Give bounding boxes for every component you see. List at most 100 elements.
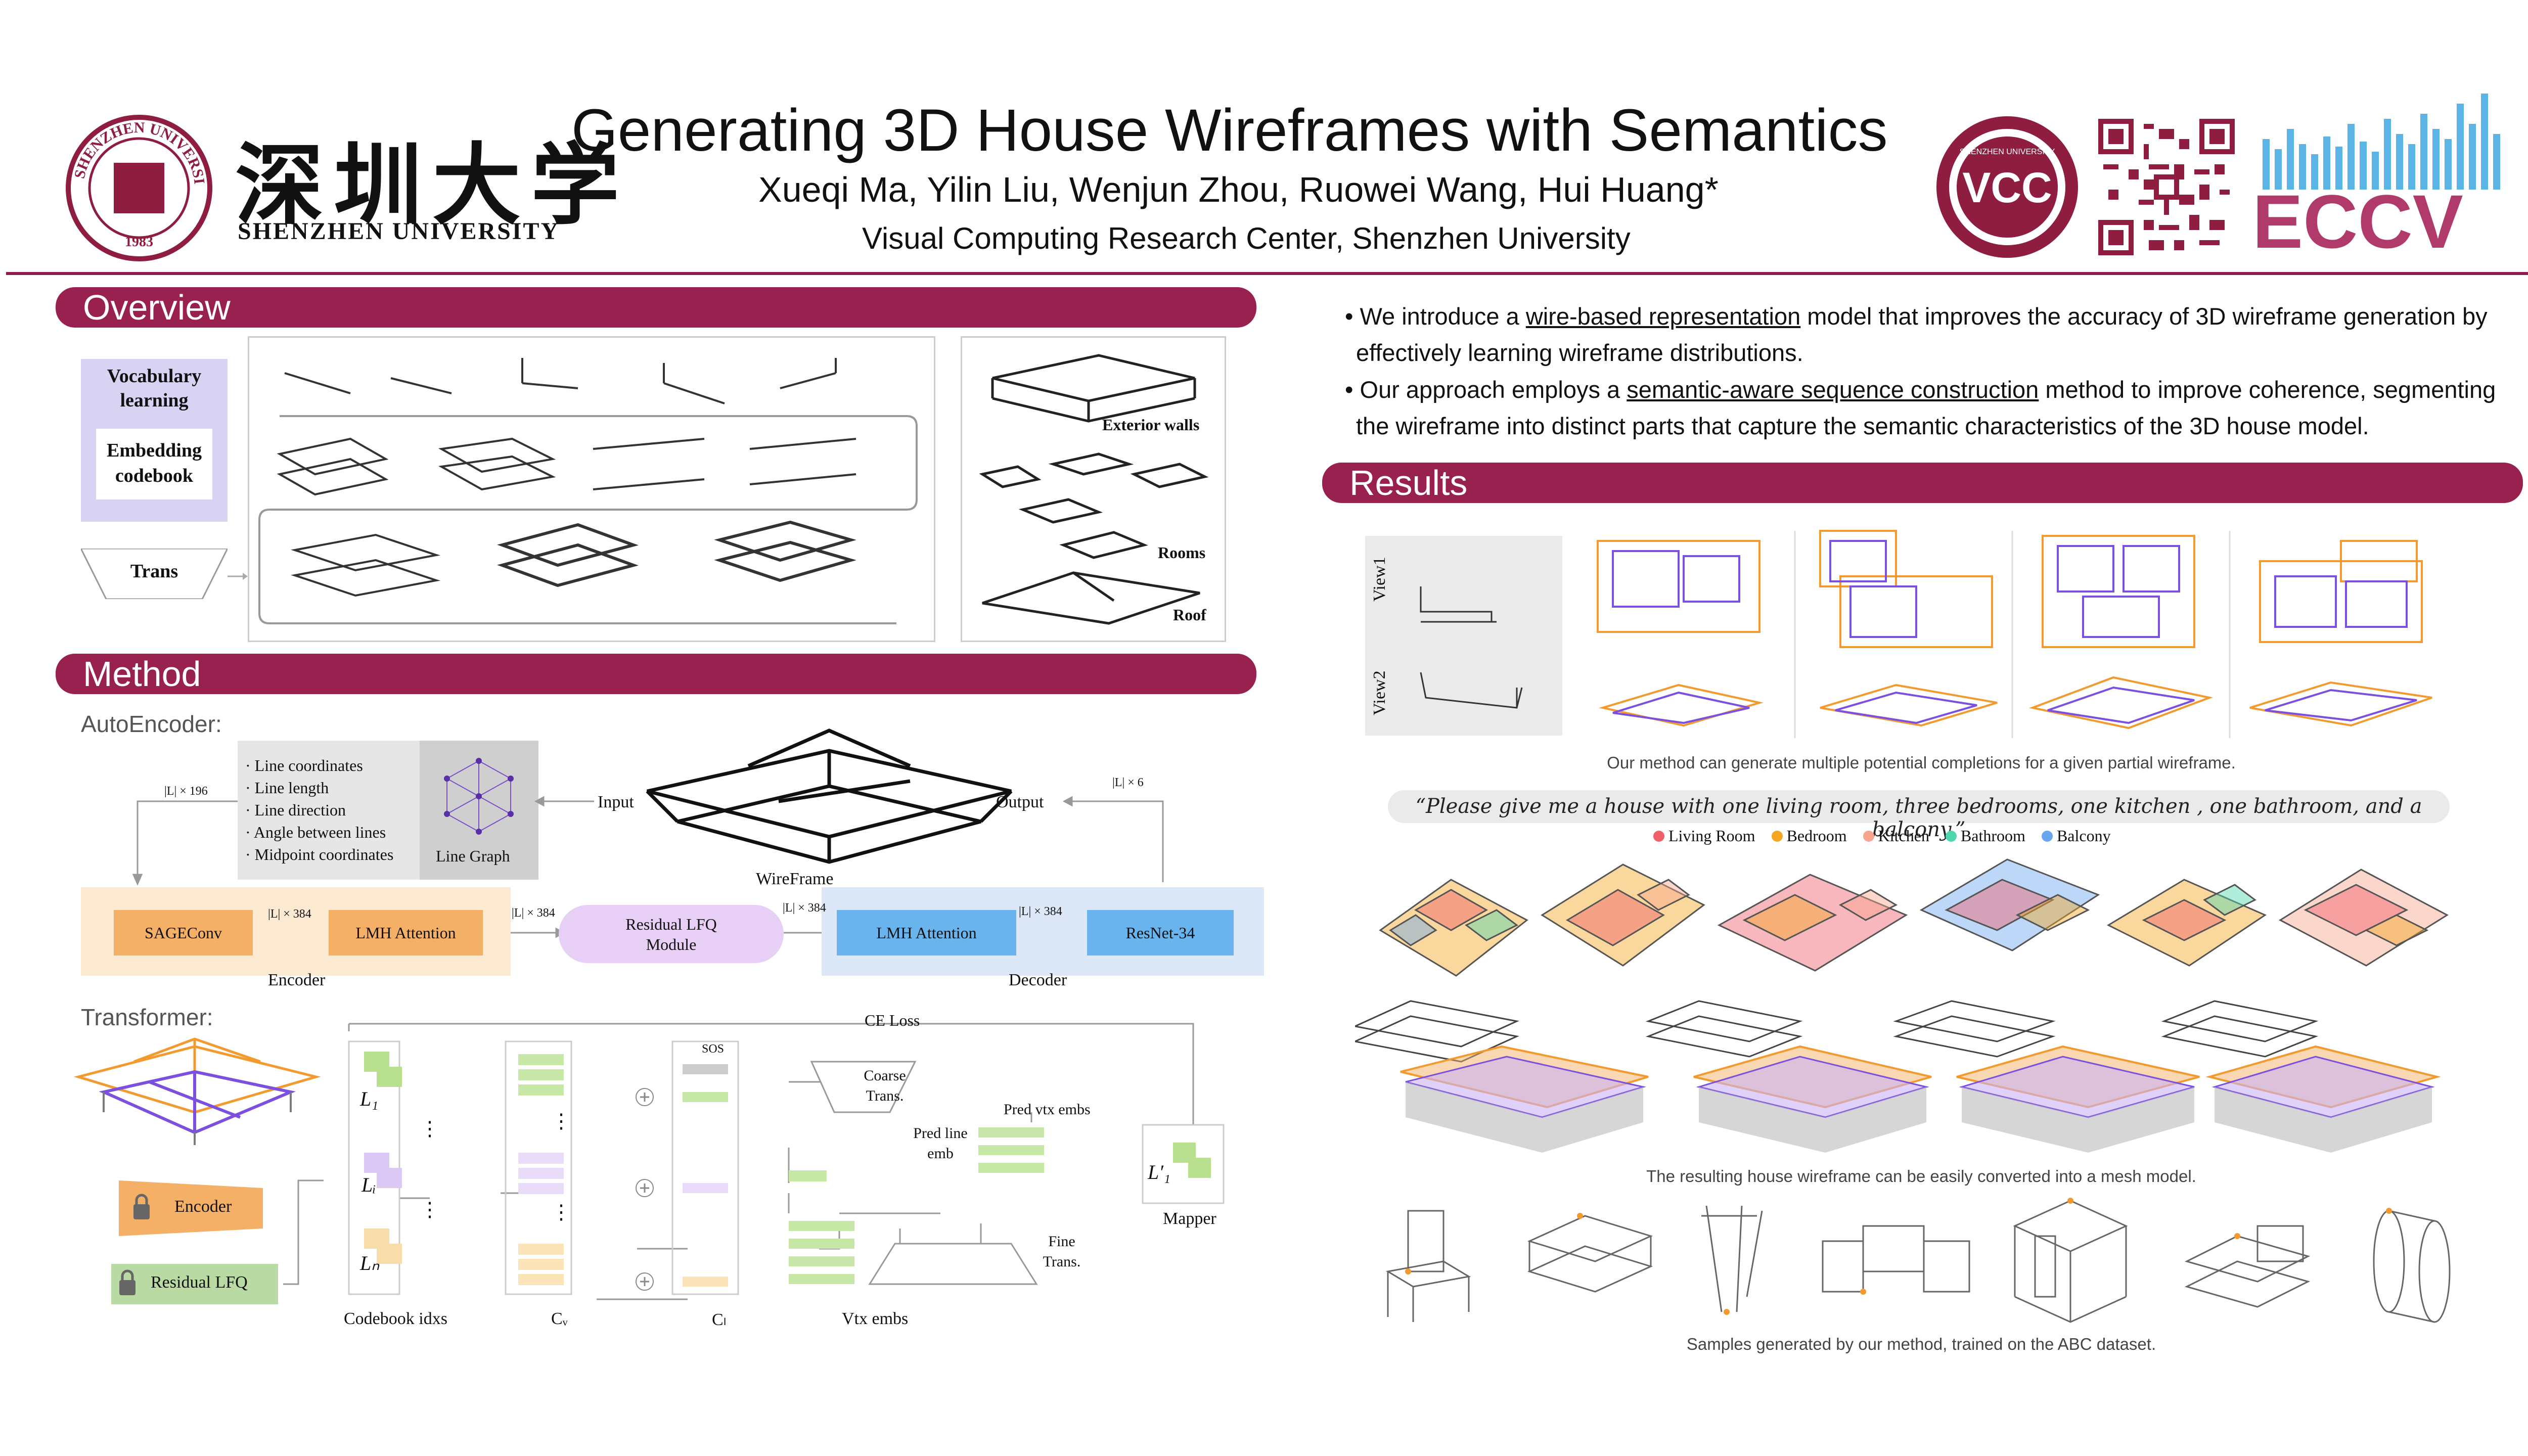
poster-title: Generating 3D House Wireframes with Sema… [571, 97, 1888, 164]
pred-line-label: Pred line emb [913, 1125, 968, 1162]
affiliation: Visual Computing Research Center, Shenzh… [862, 221, 1631, 255]
lmh-attention-decoder[interactable]: LMH Attention [837, 910, 1016, 956]
university-seal: SHENZHEN UNIVERSITY 1983 [58, 99, 215, 264]
university-name-cn: 深圳大学 [235, 137, 629, 235]
authors: Xueqi Ma, Yilin Liu, Wenjun Zhou, Ruowei… [758, 170, 1719, 209]
residual-lfq-module[interactable]: Residual LFQ Module [559, 905, 784, 963]
decoder-label: Decoder [1009, 971, 1067, 989]
fine-trans-label: Fine Trans. [1043, 1233, 1081, 1270]
mapper-label: Mapper [1163, 1209, 1216, 1228]
encoder-box-label: Encoder [174, 1197, 232, 1216]
lp1-label: L′₁ [1148, 1161, 1170, 1184]
dim-l384-a: |L| × 384 [512, 906, 555, 920]
lmh-attention-encoder[interactable]: LMH Attention [329, 910, 483, 956]
wireframe-label: WireFrame [756, 870, 834, 888]
overview-parts-panel [961, 336, 1226, 642]
label-rooms: Rooms [1158, 543, 1206, 562]
codebook-label: Codebook idxs [344, 1309, 447, 1328]
dots: ⋮ [551, 1110, 571, 1132]
dim-l196: |L| × 196 [164, 785, 208, 798]
lock-icon [131, 1193, 152, 1221]
completion-results [1577, 521, 2437, 748]
transformer-house [73, 1031, 321, 1148]
bullet-2-highlight: semantic-aware sequence construction [1627, 376, 2039, 403]
caption-completions: Our method can generate multiple potenti… [1607, 753, 2236, 772]
l1-label: L₁ [360, 1087, 379, 1110]
embedding-box: Embedding codebook [96, 429, 212, 499]
residual-lfq-box[interactable] [111, 1264, 278, 1304]
bullet-2: • Our approach employs a semantic-aware … [1345, 376, 2496, 439]
eccv-text: ECCV [2252, 179, 2463, 255]
ln-label: Lₙ [360, 1252, 380, 1275]
cv-label: Cᵥ [551, 1309, 568, 1328]
legend-swatch [1771, 830, 1783, 842]
pred-vtx-label: Pred vtx embs [1004, 1101, 1091, 1118]
feature-item: · Line length [245, 779, 329, 797]
vocab-label: Vocabulary learning [107, 366, 202, 411]
input-label: Input [598, 793, 634, 811]
ce-loss-label: CE Loss [865, 1011, 920, 1029]
vtx-embs-label: Vtx embs [842, 1309, 909, 1328]
wireframe-house [627, 720, 1031, 877]
legend-swatch [2041, 830, 2053, 842]
dots: ⋮ [420, 1199, 440, 1221]
feature-item: · Angle between lines [245, 823, 386, 841]
sos-label: SOS [702, 1042, 725, 1056]
li-label: Lᵢ [362, 1173, 376, 1196]
overview-heading: Overview [56, 287, 1256, 328]
vcc-logo: SHENZHEN UNIVERSITY VCC [1934, 114, 2081, 260]
vcc-text: VCC [1962, 164, 2052, 211]
line-graph-label: Line Graph [436, 847, 510, 865]
caption-mesh: The resulting house wireframe can be eas… [1646, 1167, 2196, 1186]
transformer-label: Transformer: [81, 1004, 213, 1030]
coarse-trans-label: Coarse Trans. [864, 1067, 906, 1104]
overview-sequence-panel [248, 336, 935, 642]
dim-l6: |L| × 6 [1112, 776, 1144, 789]
method-heading: Method [56, 654, 1256, 694]
resnet-block[interactable]: ResNet-34 [1087, 910, 1234, 956]
legend-item-living-room: Living Room [1653, 827, 1755, 845]
semantic-houses [1370, 844, 2457, 1001]
feature-item: · Midpoint coordinates [245, 845, 394, 863]
dots: ⋮ [420, 1118, 440, 1140]
legend-item-balcony: Balcony [2041, 827, 2111, 845]
cl-label: Cₗ [712, 1310, 727, 1329]
legend-swatch [1863, 830, 1874, 842]
label-exterior-walls: Exterior walls [1102, 416, 1200, 434]
legend-item-kitchen: Kitchen [1863, 827, 1929, 845]
view2-label: View2 [1370, 670, 1389, 715]
caption-abc: Samples generated by our method, trained… [1686, 1335, 2156, 1353]
legend: Living Room Bedroom Kitchen Bathroom Bal… [1653, 827, 2111, 845]
legend-swatch [1945, 830, 1957, 842]
feature-item: · Line direction [245, 801, 346, 819]
header-divider [6, 272, 2528, 275]
dim-l384-dec: |L| × 384 [1019, 905, 1062, 918]
view-panel [1365, 536, 1562, 736]
seal-year: 1983 [125, 234, 153, 250]
bullet-1: • We introduce a wire-based representati… [1345, 303, 2488, 366]
dim-l384-enc: |L| × 384 [268, 907, 311, 921]
view1-label: View1 [1370, 557, 1389, 602]
bullet-1-highlight: wire-based representation [1525, 303, 1801, 330]
lock-icon [117, 1269, 138, 1297]
vcc-ring-text: SHENZHEN UNIVERSITY [1960, 148, 2055, 156]
legend-swatch [1653, 830, 1664, 842]
abc-samples [1373, 1196, 2470, 1327]
legend-item-bedroom: Bedroom [1771, 827, 1847, 845]
encoder-lock-box[interactable] [119, 1180, 263, 1236]
results-heading: Results [1322, 463, 2523, 503]
encoder-label: Encoder [268, 971, 326, 989]
eccv-logo: ECCV [2252, 94, 2505, 264]
dots: ⋮ [551, 1201, 571, 1223]
mesh-conversion [1352, 991, 2467, 1163]
trans-label: Trans [130, 561, 178, 582]
feature-item: · Line coordinates [245, 756, 363, 775]
residual-lfq-box-label: Residual LFQ [151, 1273, 248, 1292]
sageconv-block[interactable]: SAGEConv [114, 910, 253, 956]
trans-shape [79, 548, 229, 600]
qr-code-icon[interactable] [2098, 119, 2235, 255]
prompt-box [1388, 790, 2450, 823]
university-name-en: SHENZHEN UNIVERSITY [238, 218, 560, 245]
output-label: Output [996, 793, 1044, 811]
autoencoder-label: AutoEncoder: [81, 711, 222, 737]
